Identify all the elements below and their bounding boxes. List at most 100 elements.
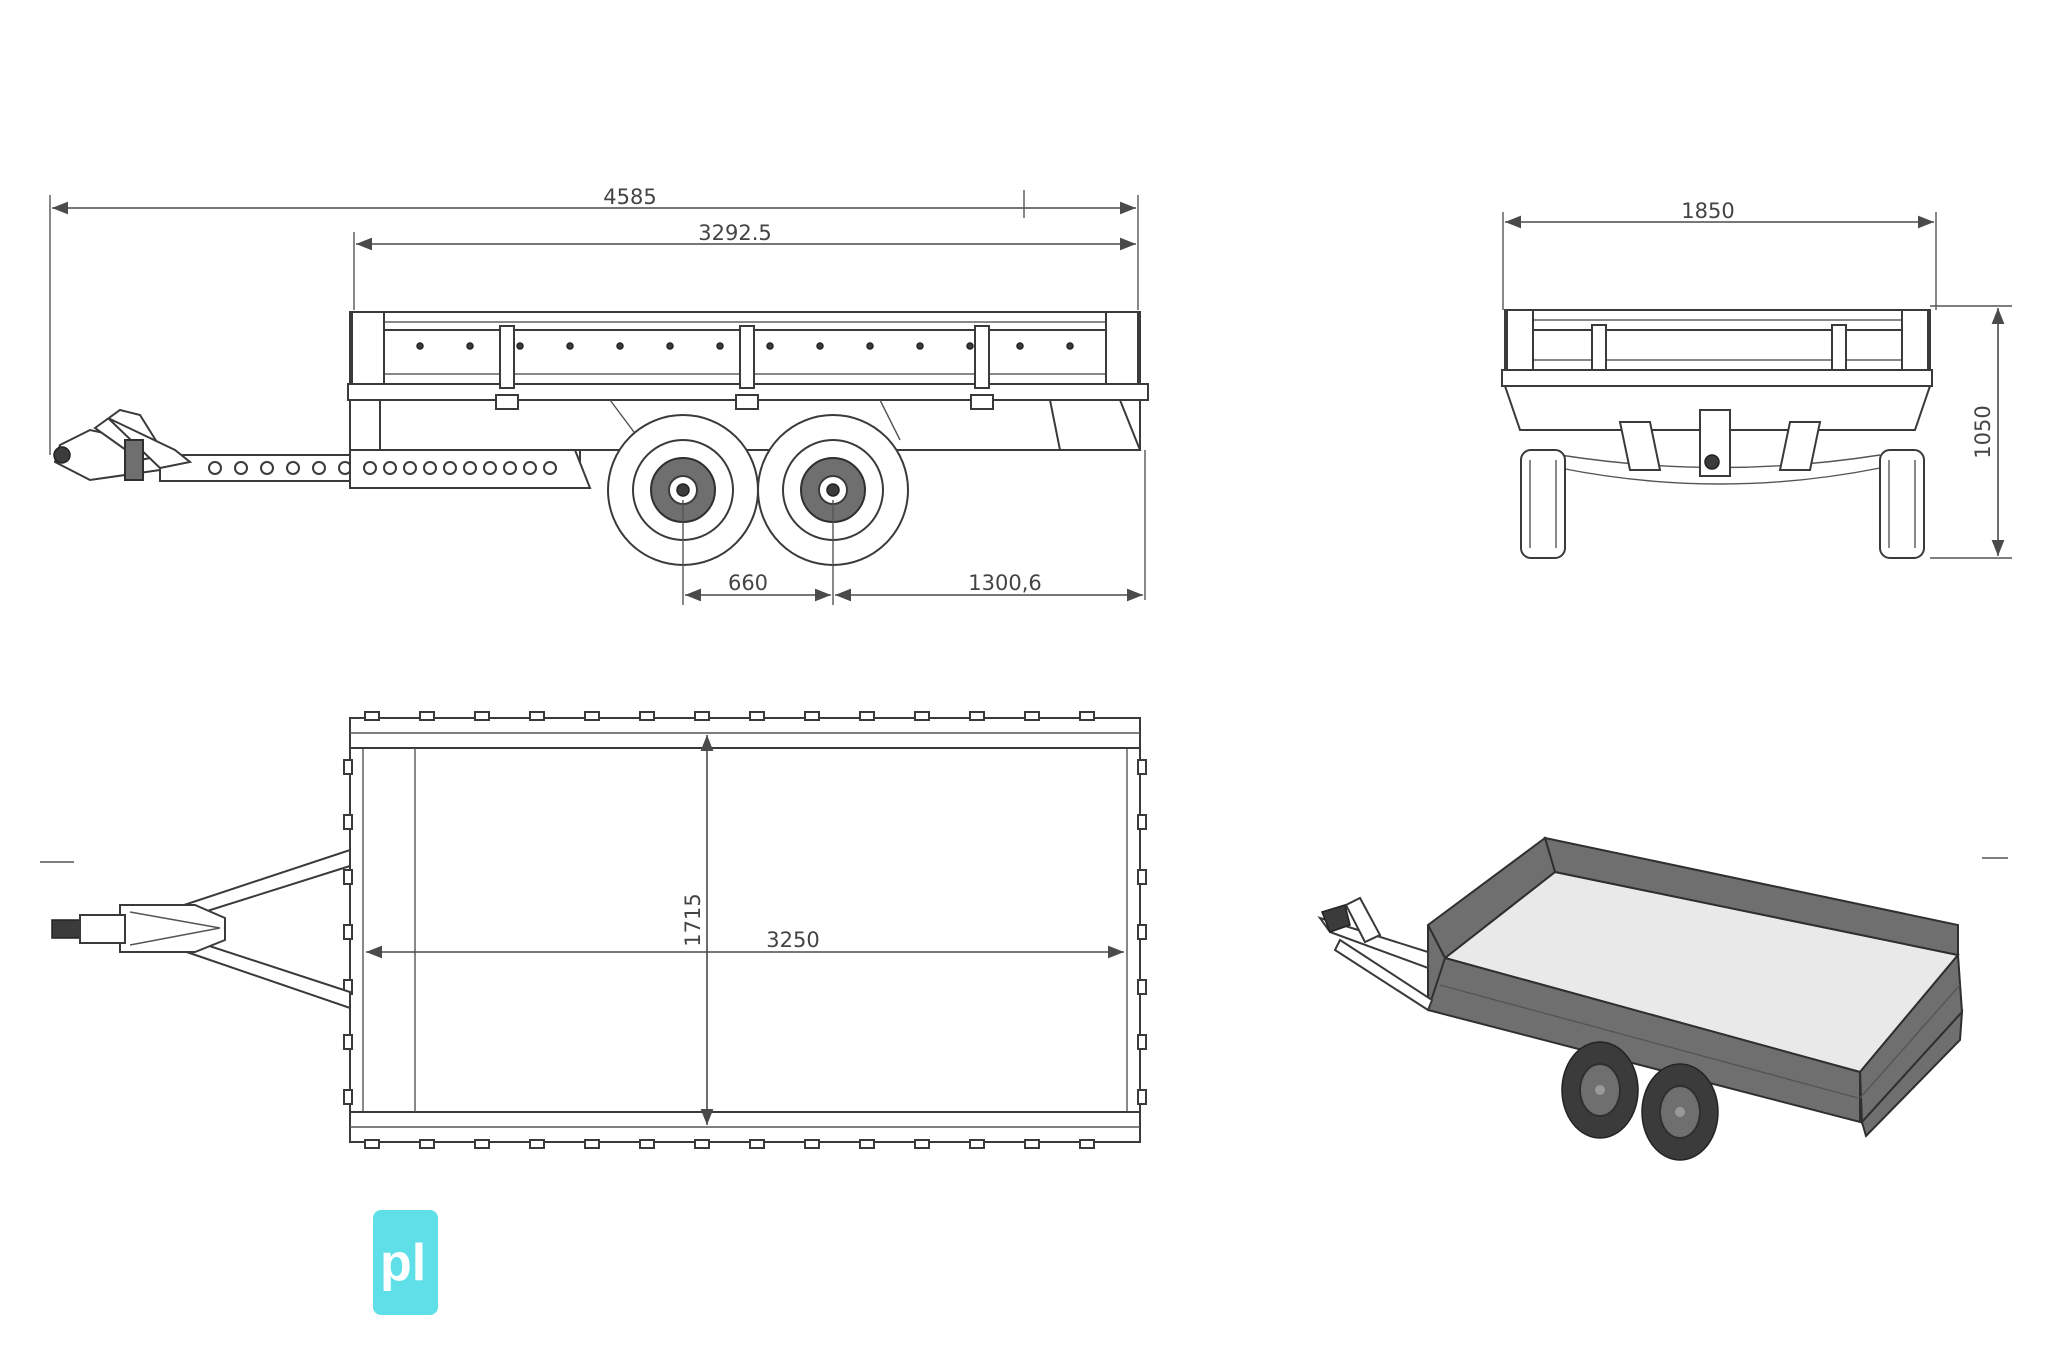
side-rivet	[1016, 342, 1024, 350]
bottom-clip	[364, 1139, 380, 1149]
stake-clip	[970, 394, 994, 410]
side-rivet	[566, 342, 574, 350]
label-overall-height: 1050	[1971, 405, 1995, 458]
top-clip	[1024, 711, 1040, 721]
side-stake	[974, 325, 990, 389]
label-rear-overhang: 1300,6	[968, 571, 1041, 595]
top-clip	[694, 711, 710, 721]
watermark-text: samochody	[62, 1235, 318, 1291]
top-clip	[859, 711, 875, 721]
right-clip	[1137, 759, 1147, 775]
watermark-suffix: pl	[380, 1234, 426, 1292]
iso-wheel-front	[1561, 1041, 1639, 1139]
dim-body-length: 3292.5	[353, 221, 1136, 310]
frame-holes	[363, 461, 557, 475]
label-inner-length: 3250	[766, 928, 819, 952]
top-clip	[474, 711, 490, 721]
side-rivet	[866, 342, 874, 350]
watermark-badge	[373, 1210, 438, 1315]
side-rivet	[666, 342, 674, 350]
watermark: samochody pl	[62, 1210, 438, 1315]
stake-clip	[735, 394, 759, 410]
label-inner-width: 1715	[681, 893, 705, 946]
top-clip	[914, 711, 930, 721]
right-clip	[1137, 1089, 1147, 1105]
top-clip	[969, 711, 985, 721]
dim-axle-spacing: 660	[682, 450, 1146, 605]
label-overall-length: 4585	[603, 185, 656, 209]
side-rivet	[516, 342, 524, 350]
drawbar-hole	[286, 461, 300, 475]
side-stake	[499, 325, 515, 389]
side-rivet	[966, 342, 974, 350]
dim-rear-overhang: 1300,6	[835, 571, 1143, 602]
side-rivet	[716, 342, 724, 350]
frame-hole	[543, 461, 557, 475]
side-rivet	[616, 342, 624, 350]
frame-hole	[363, 461, 377, 475]
frame-hole	[523, 461, 537, 475]
top-clip	[584, 711, 600, 721]
iso-wheel-rear	[1641, 1063, 1719, 1161]
bottom-clip	[694, 1139, 710, 1149]
top-clips	[343, 711, 1147, 1149]
right-clip	[1137, 979, 1147, 995]
frame-hole	[443, 461, 457, 475]
frame-hole	[463, 461, 477, 475]
dim-overall-height: 1050	[1930, 305, 2012, 559]
drawbar-hole	[260, 461, 274, 475]
dim-overall-length: 4585	[49, 185, 1139, 455]
right-clip	[1137, 814, 1147, 830]
dim-inner-width: 1715	[681, 735, 714, 1125]
top-clip	[529, 711, 545, 721]
dim-overall-width: 1850	[1502, 199, 1937, 310]
top-clip	[639, 711, 655, 721]
iso-view	[1317, 836, 1964, 1161]
label-body-length: 3292.5	[698, 221, 771, 245]
stake-clip	[495, 394, 519, 410]
bottom-clip	[914, 1139, 930, 1149]
body-side	[347, 311, 1149, 489]
bottom-clip	[859, 1139, 875, 1149]
drawbar-holes	[208, 461, 352, 475]
side-view: 4585 3292.5 660 1300,6	[49, 185, 1149, 605]
top-clip	[1079, 711, 1095, 721]
dim-inner-length: 3250	[366, 928, 1124, 959]
left-clip	[343, 924, 353, 940]
wheel-rear	[757, 414, 909, 566]
bottom-clip	[529, 1139, 545, 1149]
rear-wheel-left	[1520, 449, 1566, 559]
side-rivet	[766, 342, 774, 350]
bottom-clip	[584, 1139, 600, 1149]
right-clip	[1137, 1034, 1147, 1050]
top-clip	[364, 711, 380, 721]
label-overall-width: 1850	[1681, 199, 1734, 223]
frame-hole	[403, 461, 417, 475]
left-clip	[343, 814, 353, 830]
bottom-clip	[474, 1139, 490, 1149]
left-clip	[343, 869, 353, 885]
bottom-clip	[639, 1139, 655, 1149]
left-clip	[343, 1089, 353, 1105]
side-rivet	[466, 342, 474, 350]
frame-hole	[483, 461, 497, 475]
drawbar-hole	[208, 461, 222, 475]
frame-hole	[503, 461, 517, 475]
side-rivet	[416, 342, 424, 350]
right-clip	[1137, 869, 1147, 885]
side-rivet	[1066, 342, 1074, 350]
rear-view: 1850 1050	[1501, 199, 2012, 559]
side-rivet	[816, 342, 824, 350]
side-stake	[739, 325, 755, 389]
frame-hole	[423, 461, 437, 475]
bottom-clip	[1079, 1139, 1095, 1149]
bottom-clip	[969, 1139, 985, 1149]
top-view: 1715 3250	[40, 711, 2008, 1149]
towbar-top	[51, 848, 351, 1010]
top-clip	[804, 711, 820, 721]
drawbar-hole	[234, 461, 248, 475]
bottom-clip	[1024, 1139, 1040, 1149]
rear-wheel-right	[1879, 449, 1925, 559]
side-dots	[416, 342, 1074, 350]
